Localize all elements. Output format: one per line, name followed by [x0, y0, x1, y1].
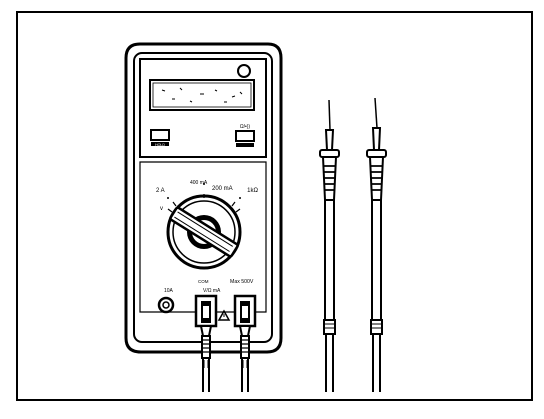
- jack-label-vohm: V/Ω mA: [203, 288, 221, 294]
- hold-label: HOLD: [155, 143, 165, 147]
- jack-label-10a: 10A: [164, 288, 174, 294]
- range-label-400ma: 400 mA: [190, 180, 208, 186]
- multimeter: HOLD Ω/•)) 2 A 200 mA 400 mA 1kΩ v: [124, 42, 283, 354]
- range-label-1k: 1kΩ: [247, 188, 258, 194]
- plugged-cable-left: [199, 325, 213, 392]
- lcd-display: [149, 79, 255, 111]
- test-probe-left: [319, 99, 340, 392]
- range-label-200ma: 200 mA: [212, 186, 233, 192]
- plugged-cable-right: [238, 325, 252, 392]
- circle-indicator-icon: [237, 64, 251, 78]
- warning-triangle-icon: [217, 309, 231, 321]
- ohm-continuity-button[interactable]: Ω/•)): [235, 124, 255, 147]
- test-probe-right: [366, 97, 387, 392]
- jack-com-socket[interactable]: [194, 294, 218, 328]
- range-label-2a: 2 A: [156, 188, 165, 194]
- jack-10a[interactable]: [157, 296, 175, 314]
- rotary-selector-dial[interactable]: [166, 194, 242, 270]
- ohm-continuity-label: Ω/•)): [240, 124, 251, 130]
- jack-right-socket[interactable]: [233, 294, 257, 328]
- range-marker-v: v: [160, 206, 163, 212]
- max-voltage-label: Max 500V: [230, 279, 254, 285]
- hold-button[interactable]: HOLD: [150, 129, 170, 147]
- jack-label-com: COM: [198, 279, 209, 284]
